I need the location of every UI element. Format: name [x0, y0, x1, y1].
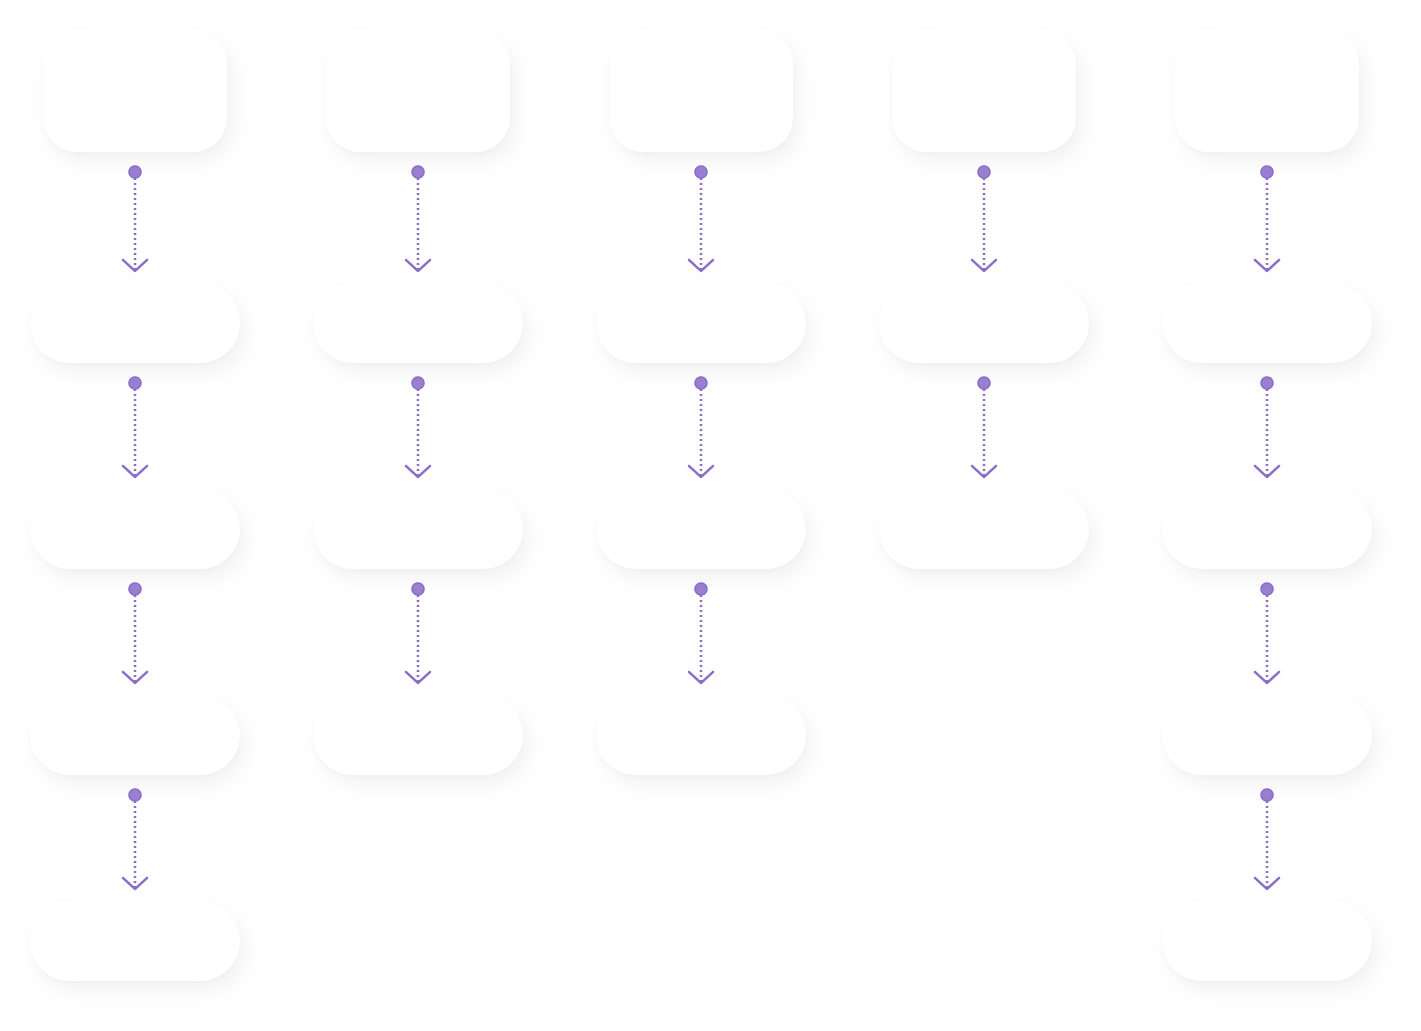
column-4-step-1-node [879, 283, 1089, 363]
connector-arrow-col3-to-step3 [687, 582, 715, 685]
connector-arrow-col1-to-step3 [121, 582, 149, 685]
column-4-step-2-node [879, 489, 1089, 569]
connector-start-dot-icon [128, 165, 142, 179]
connector-arrow-col1-to-step4 [121, 788, 149, 891]
connector-start-dot-icon [1260, 376, 1274, 390]
column-5-step-2-node [1162, 489, 1372, 569]
column-5-step-3-node [1162, 695, 1372, 775]
connector-start-dot-icon [128, 582, 142, 596]
column-1-step-4-node [30, 901, 240, 981]
connector-arrow-col3-to-step2 [687, 376, 715, 479]
arrow-down-icon [121, 876, 149, 891]
connector-start-dot-icon [1260, 582, 1274, 596]
connector-arrow-col1-to-step1 [121, 165, 149, 273]
arrow-down-icon [1253, 258, 1281, 273]
arrow-down-icon [121, 258, 149, 273]
arrow-down-icon [404, 258, 432, 273]
arrow-down-icon [687, 258, 715, 273]
arrow-down-icon [1253, 670, 1281, 685]
column-3-step-1-node [596, 283, 806, 363]
connector-arrow-col2-to-step3 [404, 582, 432, 685]
column-2-header-node [326, 30, 510, 152]
column-3-header-node [609, 30, 793, 152]
arrow-down-icon [687, 464, 715, 479]
arrow-down-icon [970, 464, 998, 479]
column-1-header-node [43, 30, 227, 152]
connector-start-dot-icon [411, 582, 425, 596]
arrow-down-icon [404, 670, 432, 685]
column-5-step-1-node [1162, 283, 1372, 363]
arrow-down-icon [970, 258, 998, 273]
connector-arrow-col3-to-step1 [687, 165, 715, 273]
connector-start-dot-icon [977, 165, 991, 179]
connector-arrow-col5-to-step3 [1253, 582, 1281, 685]
connector-start-dot-icon [1260, 788, 1274, 802]
column-1-step-1-node [30, 283, 240, 363]
connector-arrow-col4-to-step1 [970, 165, 998, 273]
connector-start-dot-icon [411, 376, 425, 390]
column-4-header-node [892, 30, 1076, 152]
connector-arrow-col4-to-step2 [970, 376, 998, 479]
connector-arrow-col5-to-step1 [1253, 165, 1281, 273]
connector-start-dot-icon [977, 376, 991, 390]
column-1-step-2-node [30, 489, 240, 569]
connector-start-dot-icon [694, 165, 708, 179]
connector-start-dot-icon [128, 376, 142, 390]
arrow-down-icon [121, 670, 149, 685]
column-3-step-2-node [596, 489, 806, 569]
column-2-step-2-node [313, 489, 523, 569]
connector-start-dot-icon [694, 582, 708, 596]
column-3-step-3-node [596, 695, 806, 775]
arrow-down-icon [404, 464, 432, 479]
connector-start-dot-icon [128, 788, 142, 802]
connector-arrow-col2-to-step1 [404, 165, 432, 273]
connector-start-dot-icon [411, 165, 425, 179]
column-2-step-1-node [313, 283, 523, 363]
connector-arrow-col2-to-step2 [404, 376, 432, 479]
arrow-down-icon [687, 670, 715, 685]
column-1-step-3-node [30, 695, 240, 775]
arrow-down-icon [1253, 464, 1281, 479]
arrow-down-icon [121, 464, 149, 479]
connector-arrow-col1-to-step2 [121, 376, 149, 479]
connector-arrow-col5-to-step4 [1253, 788, 1281, 891]
column-5-header-node [1175, 30, 1359, 152]
connector-start-dot-icon [694, 376, 708, 390]
connector-start-dot-icon [1260, 165, 1274, 179]
connector-arrow-col5-to-step2 [1253, 376, 1281, 479]
column-5-step-4-node [1162, 901, 1372, 981]
arrow-down-icon [1253, 876, 1281, 891]
column-2-step-3-node [313, 695, 523, 775]
